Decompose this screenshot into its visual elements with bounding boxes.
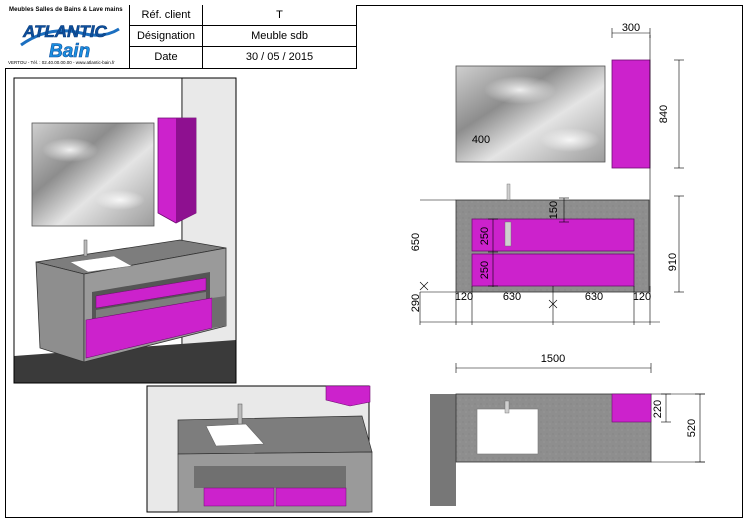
elevation-dimension-lines	[419, 28, 684, 325]
drawer-bottom-elevation	[471, 253, 635, 287]
sheet-frame	[5, 5, 743, 518]
dim-side-left: 120	[455, 291, 473, 303]
drawer-top-elevation	[471, 218, 635, 252]
company-contact: VERTOU - Tél. : 02.40.00.00.00 - www.atl…	[8, 60, 115, 65]
dim-cabinet-height: 840	[658, 105, 670, 123]
mirror-perspective	[31, 122, 155, 227]
atlantic-bain-logo: ATLANTIC Bain	[20, 22, 120, 61]
dim-height-290: 290	[410, 294, 422, 312]
tap-elevation	[506, 183, 511, 201]
perspective-view-secondary	[146, 385, 373, 513]
dim-drawer-top: 250	[479, 227, 491, 245]
tap-plan	[504, 400, 510, 414]
basin-plan	[476, 408, 539, 455]
dim-cabinet-depth: 300	[622, 22, 640, 34]
designation-value: Meuble sdb	[251, 30, 308, 42]
mirror-elevation	[455, 65, 606, 163]
date-label: Date	[130, 47, 203, 68]
perspective-view-main	[13, 77, 237, 384]
wall-cabinet-plan	[611, 393, 652, 423]
front-elevation: 300 840 400 150 250 250 650 290 910 120 …	[410, 22, 684, 325]
dim-plan-depth: 520	[686, 419, 698, 437]
title-block: Meubles Salles de Bains & Lave mains ATL…	[5, 5, 357, 69]
dim-side-right: 120	[633, 291, 651, 303]
plan-view: 1500 220 520	[430, 353, 705, 506]
dim-height-650: 650	[410, 233, 422, 251]
ref-value: T	[276, 9, 283, 21]
dim-tap-offset: 150	[548, 201, 560, 219]
basin-perspective	[69, 255, 133, 273]
wall-cabinet-perspective	[157, 117, 197, 224]
dim-height-910: 910	[667, 253, 679, 271]
date-value: 30 / 05 / 2015	[245, 51, 314, 63]
dim-drawer-bottom: 250	[479, 261, 491, 279]
title-row-designation: Désignation Meuble sdb	[130, 26, 356, 47]
dim-drawer-left-width: 630	[503, 291, 521, 303]
company-tagline: Meubles Salles de Bains & Lave mains	[9, 7, 123, 13]
floor-shadow	[14, 340, 236, 383]
wall-cabinet-elevation	[611, 59, 651, 169]
plan-wall-left	[430, 394, 456, 506]
dim-total-width: 1500	[541, 353, 565, 365]
dim-mirror-width: 400	[472, 134, 490, 146]
company-logo-box: Meubles Salles de Bains & Lave mains ATL…	[5, 5, 130, 68]
tap-perspective	[83, 239, 88, 257]
vanity-perspective	[35, 239, 227, 363]
dim-drawer-right-width: 630	[585, 291, 603, 303]
title-row-ref: Réf. client T	[130, 5, 356, 26]
svg-text:ATLANTIC: ATLANTIC	[22, 22, 107, 41]
ref-label: Réf. client	[130, 5, 203, 25]
designation-label: Désignation	[130, 26, 203, 46]
title-row-date: Date 30 / 05 / 2015	[130, 47, 356, 68]
plan-dimension-lines	[455, 363, 705, 463]
svg-text:Bain: Bain	[49, 41, 90, 61]
dim-plan-cabinet: 220	[652, 400, 664, 418]
